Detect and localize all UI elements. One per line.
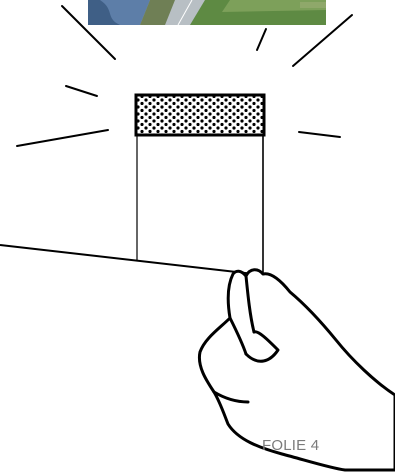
ray-top-middle — [257, 29, 266, 50]
landscape-photo — [88, 0, 326, 25]
slide-number-label: FOLIE 4 — [262, 437, 319, 454]
ray-left-upper — [66, 86, 97, 96]
table-edge — [0, 245, 263, 275]
dotted-band — [136, 95, 264, 135]
ray-right — [299, 132, 340, 137]
card — [0, 95, 264, 276]
ray-left-lower — [17, 130, 108, 146]
